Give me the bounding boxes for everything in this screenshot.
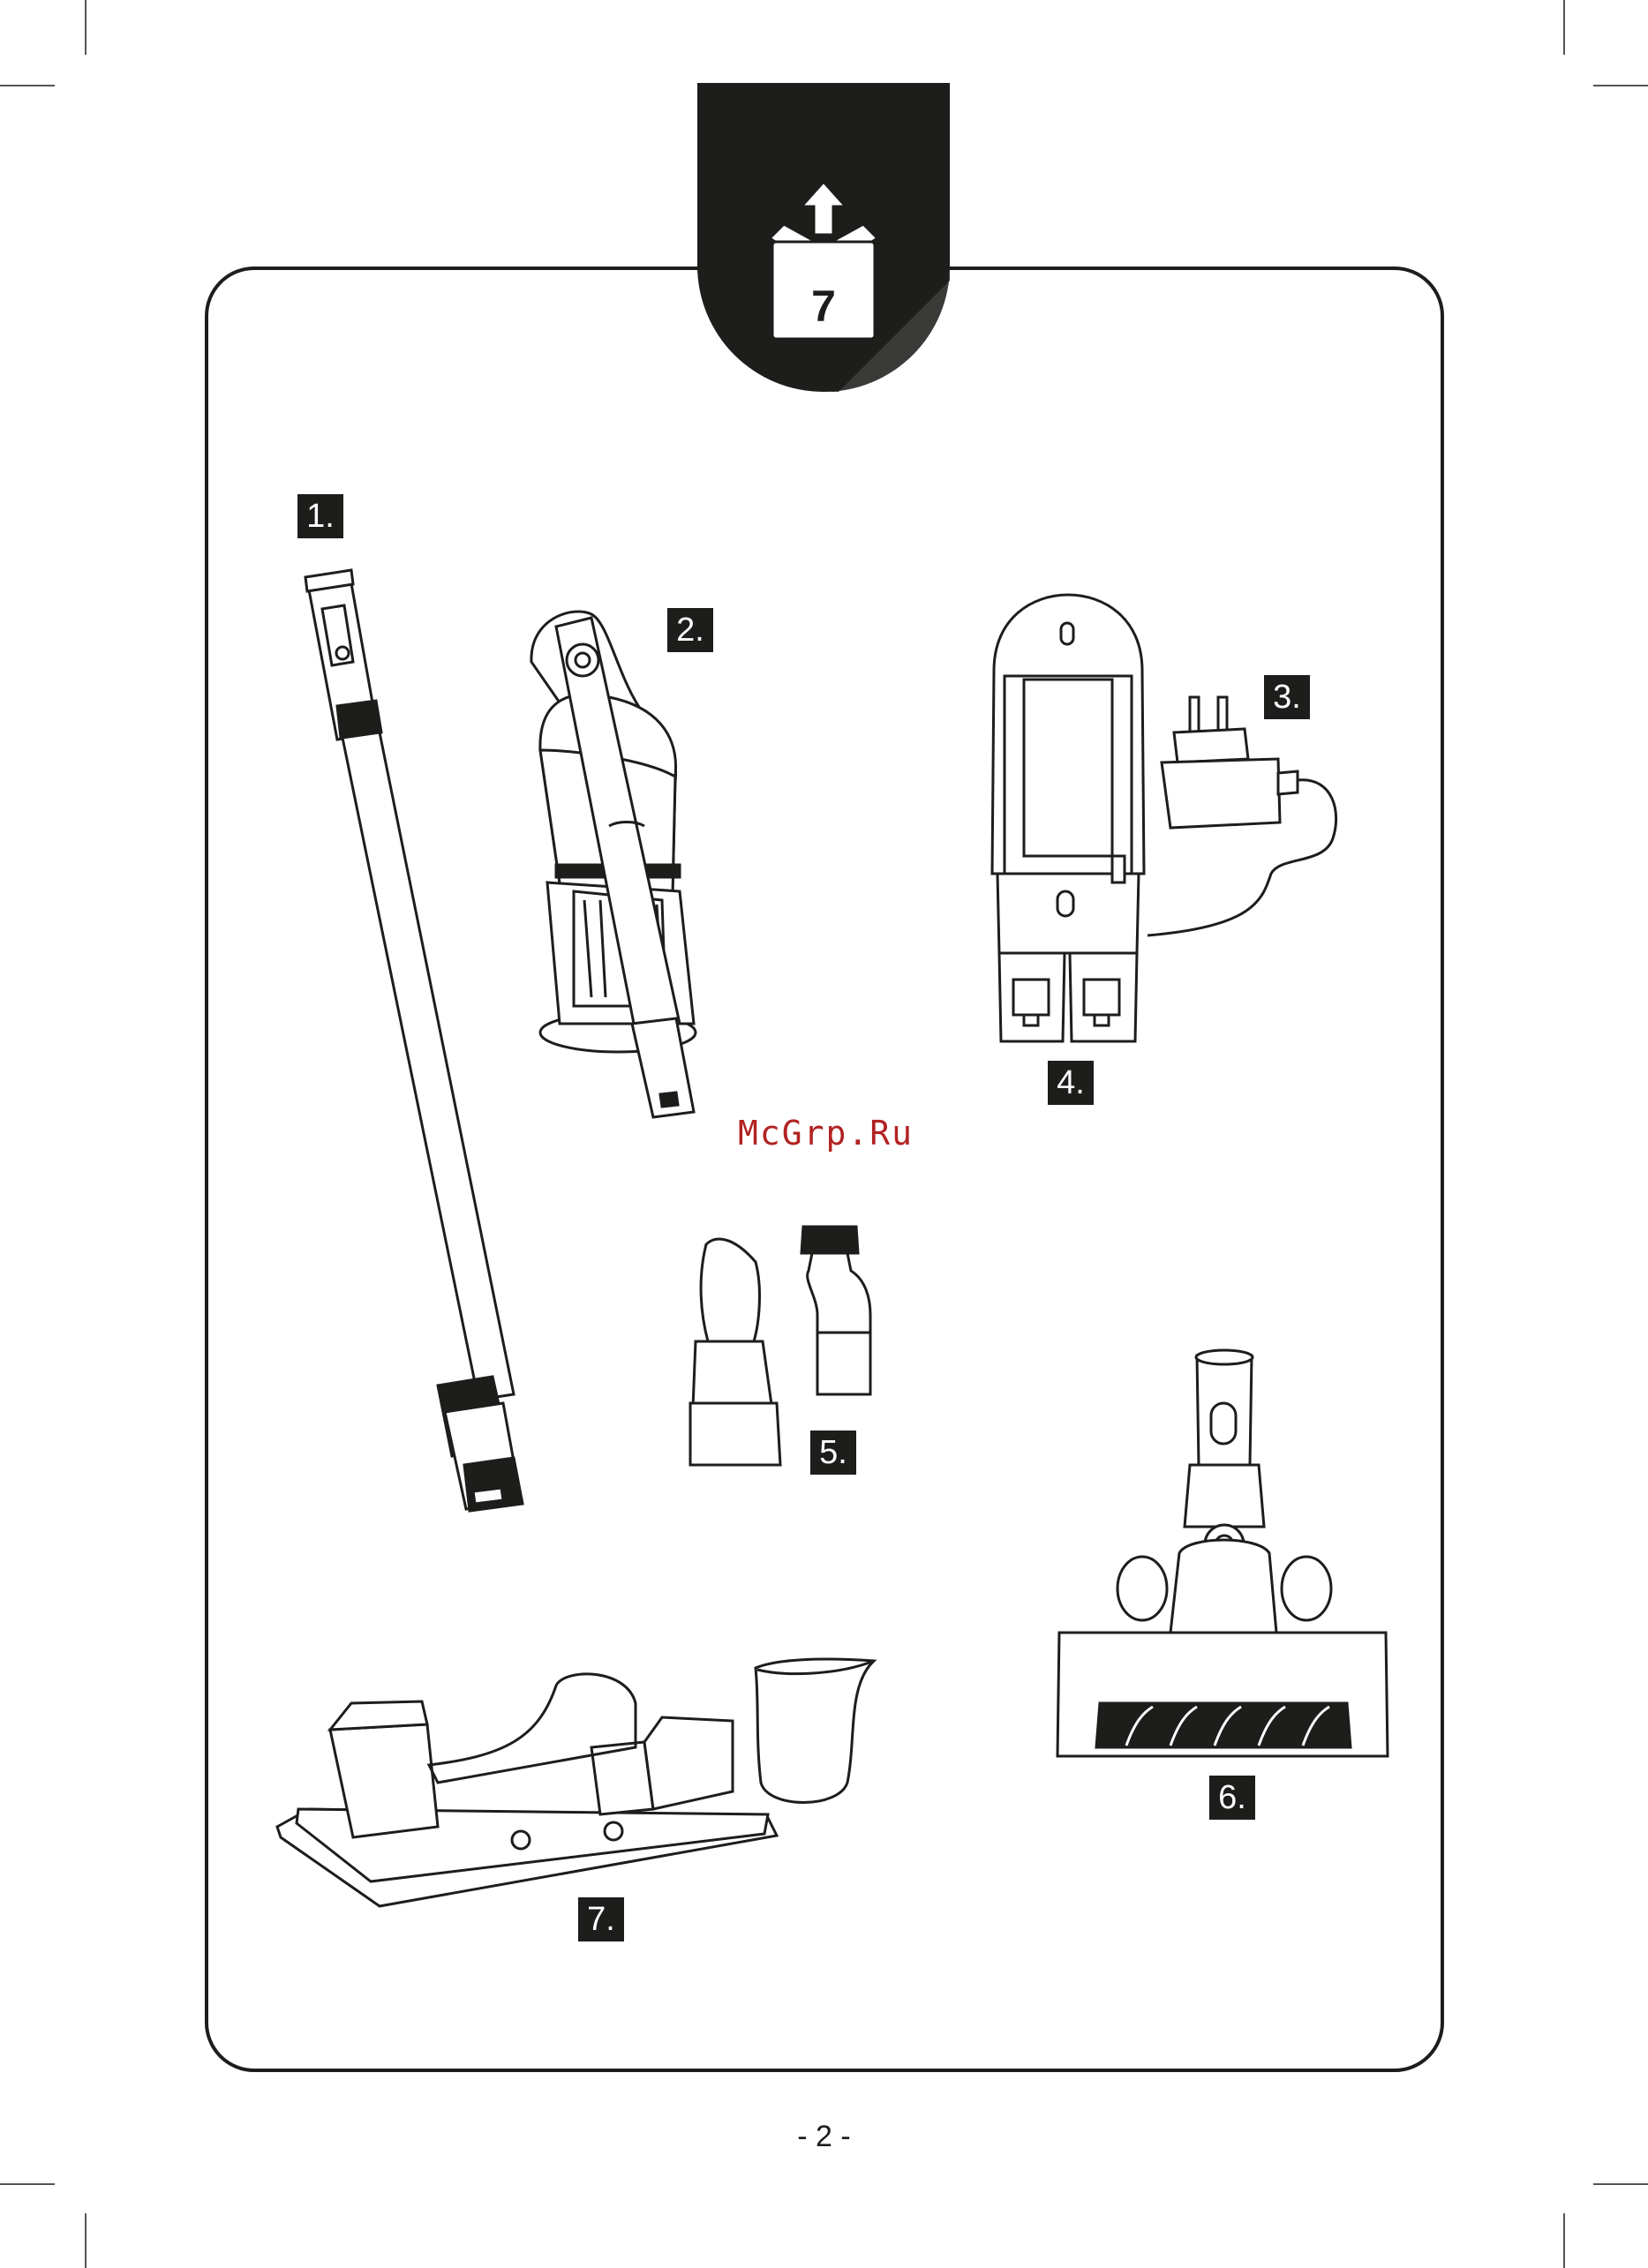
crop-mark xyxy=(0,85,55,86)
handheld-unit-illustration xyxy=(521,600,768,1130)
floor-brush-illustration xyxy=(1056,1350,1391,1765)
label-item-4: 4. xyxy=(1048,1061,1094,1105)
accessory-tools-illustration xyxy=(671,1218,900,1474)
crop-mark xyxy=(1563,0,1565,55)
package-badge xyxy=(697,83,950,392)
crop-mark xyxy=(85,0,87,55)
page-number: - 2 - xyxy=(0,2120,1648,2154)
label-item-1: 1. xyxy=(297,494,343,538)
wall-mount-illustration xyxy=(989,591,1148,1050)
badge-shape xyxy=(697,83,950,392)
crop-mark xyxy=(1563,2213,1565,2268)
crop-mark xyxy=(1593,85,1648,86)
label-item-6: 6. xyxy=(1209,1776,1255,1820)
item-count: 7 xyxy=(697,284,950,328)
crop-mark xyxy=(1593,2183,1648,2185)
crop-mark xyxy=(0,2183,55,2185)
charger-adapter-illustration xyxy=(1130,688,1351,944)
crop-mark xyxy=(85,2213,87,2268)
watermark: McGrp.Ru xyxy=(738,1114,914,1153)
charging-base-illustration xyxy=(274,1650,883,1915)
extension-tube-illustration xyxy=(282,565,538,1527)
